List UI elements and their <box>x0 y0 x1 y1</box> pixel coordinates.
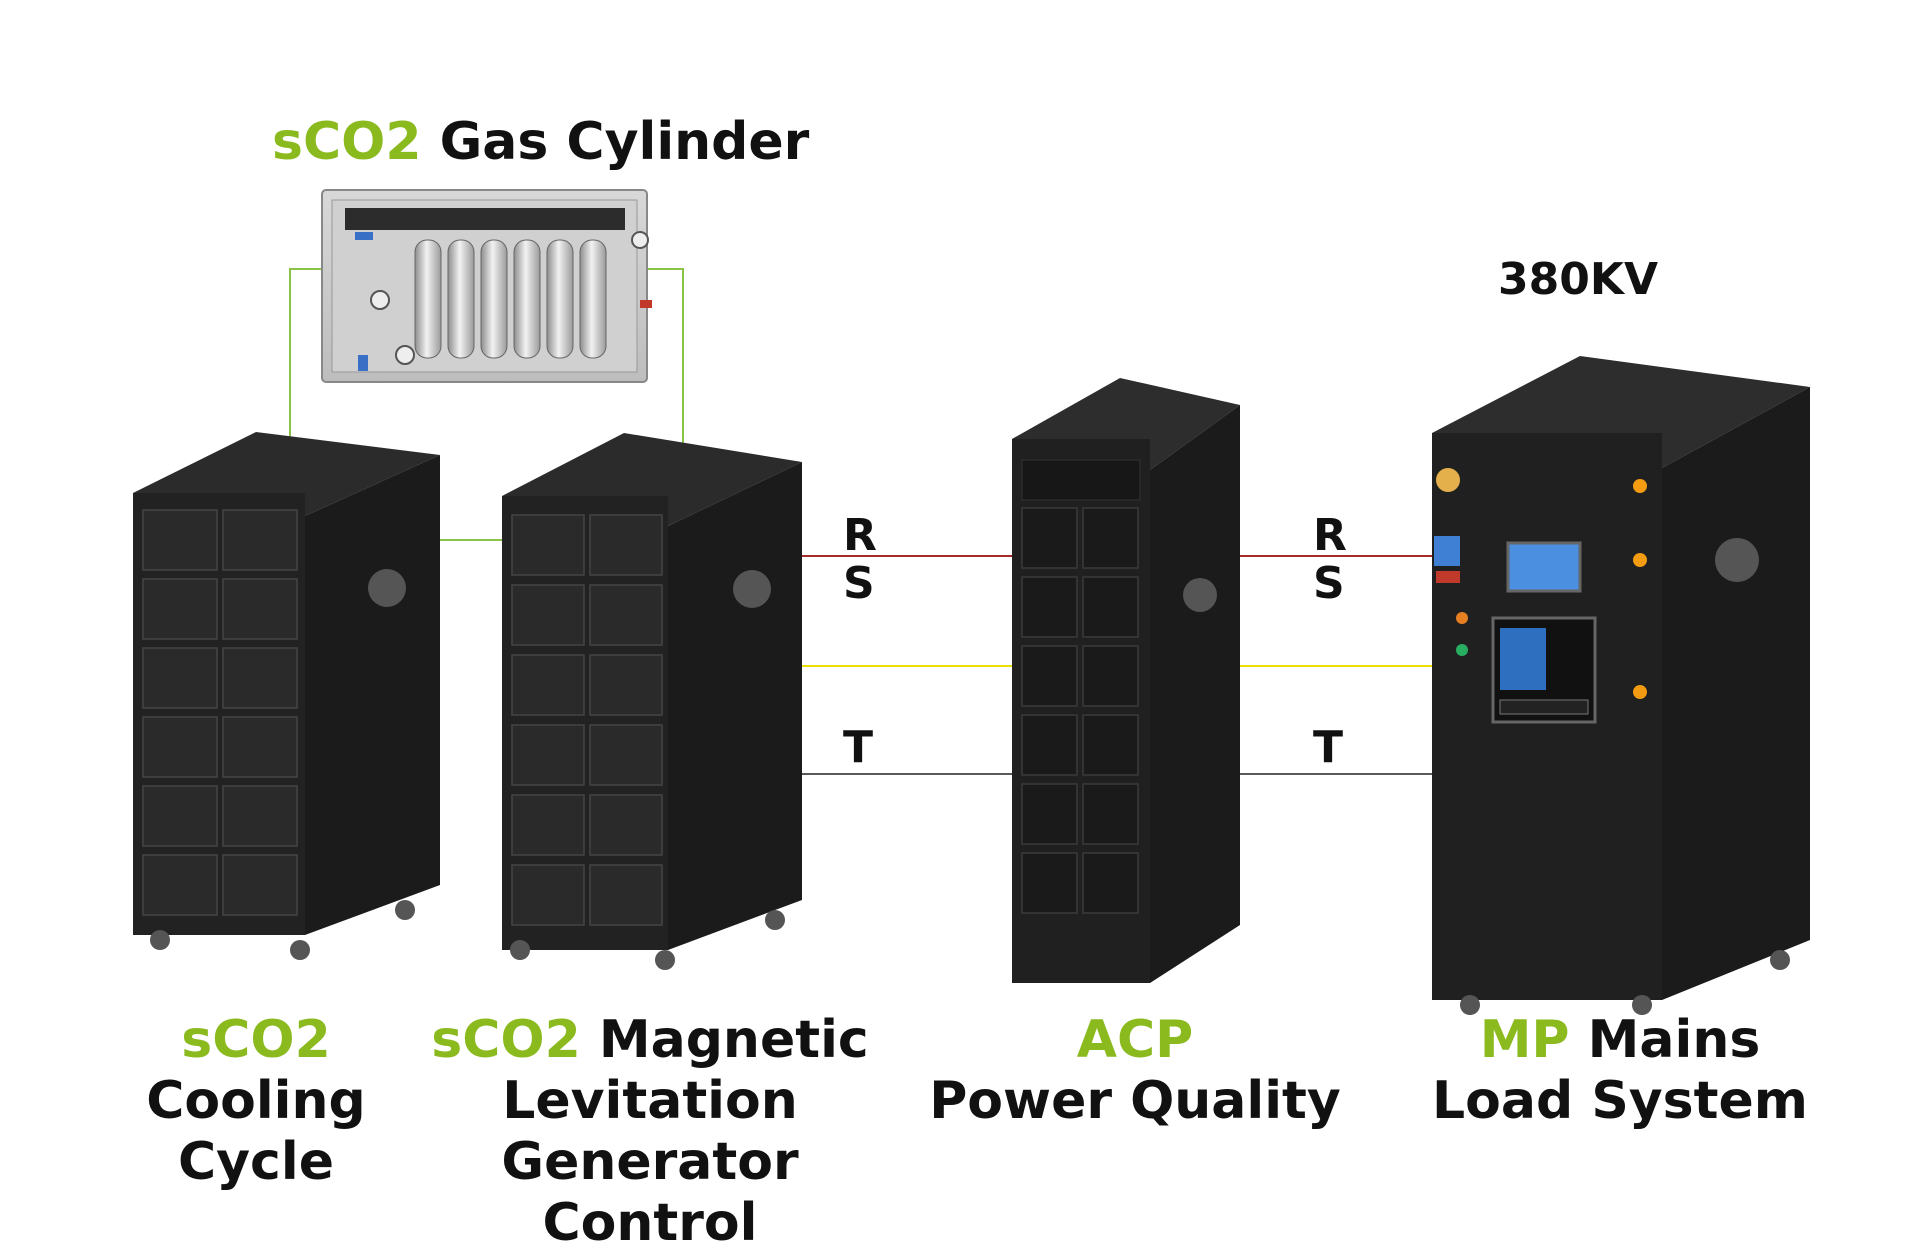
generator-control-label: sCO2 Magnetic Levitation Generator Contr… <box>431 1010 869 1253</box>
acp-label: ACP Power Quality <box>929 1010 1341 1131</box>
cabinet-module-panel <box>511 724 585 786</box>
cabinet-module-panel <box>142 716 218 778</box>
cabinet-module-panel <box>222 647 298 709</box>
wire-s-right: S <box>1313 558 1345 609</box>
gas-cylinder-icon <box>447 239 475 359</box>
cabinet-module-panel <box>511 584 585 646</box>
cabinet-module-panel <box>589 724 663 786</box>
wire-t-left: T <box>843 722 874 773</box>
cabinet-module-panel <box>222 785 298 847</box>
cabinet-module-panel <box>1082 714 1139 776</box>
cabinet-module-panel <box>1021 783 1078 845</box>
cabinet-module-panel <box>222 578 298 640</box>
cooling-cycle-cabinet <box>133 432 440 960</box>
generator-control-cabinet <box>502 433 802 970</box>
wire-s-left: S <box>843 558 875 609</box>
cabinet-module-panel <box>511 864 585 926</box>
gas-cylinder-icon <box>414 239 442 359</box>
cabinet-module-panel <box>1021 714 1078 776</box>
cabinet-module-panel <box>1021 852 1078 914</box>
cabinet-module-panel <box>222 509 298 571</box>
cabinet-module-panel <box>1082 576 1139 638</box>
cabinet-module-panel <box>1082 645 1139 707</box>
cabinet-module-panel <box>511 654 585 716</box>
cabinet-module-panel <box>142 854 218 916</box>
gas-cylinder-rack <box>321 189 652 383</box>
cabinet-module-panel <box>142 647 218 709</box>
gas-cylinder-icon <box>579 239 607 359</box>
cabinet-module-panel <box>1021 576 1078 638</box>
cabinet-module-panel <box>589 654 663 716</box>
wire-r-left: R <box>843 510 877 561</box>
cabinet-module-panel <box>222 716 298 778</box>
wire-r-right: R <box>1313 510 1347 561</box>
voltage-label: 380KV <box>1498 254 1658 305</box>
acp-cabinet <box>1012 378 1240 983</box>
gas-cylinder-icon <box>480 239 508 359</box>
mp-label: MP Mains Load System <box>1432 1010 1808 1131</box>
cabinet-module-panel <box>511 514 585 576</box>
cabinet-module-panel <box>142 509 218 571</box>
cabinet-module-panel <box>222 854 298 916</box>
cabinet-module-panel <box>589 584 663 646</box>
cabinet-module-panel <box>511 794 585 856</box>
cabinet-module-panel <box>589 514 663 576</box>
cabinet-module-panel <box>142 578 218 640</box>
gas-cylinder-title: sCO2 Gas Cylinder <box>272 112 810 172</box>
gas-cylinder-icon <box>513 239 541 359</box>
mains-load-cabinet <box>1432 356 1810 1015</box>
cabinet-module-panel <box>1082 507 1139 569</box>
cabinet-module-panel <box>589 864 663 926</box>
power-lines-right <box>1240 555 1432 775</box>
cooling-cycle-label: sCO2 Cooling Cycle <box>146 1010 366 1192</box>
cabinet-module-panel <box>142 785 218 847</box>
cabinet-module-panel <box>1082 783 1139 845</box>
wire-t-right: T <box>1313 722 1344 773</box>
cabinet-module-panel <box>1021 507 1078 569</box>
cabinet-module-panel <box>1082 852 1139 914</box>
cabinet-module-panel <box>1021 645 1078 707</box>
cabinet-module-panel <box>589 794 663 856</box>
power-lines-left <box>788 555 1012 775</box>
gas-cylinder-icon <box>546 239 574 359</box>
